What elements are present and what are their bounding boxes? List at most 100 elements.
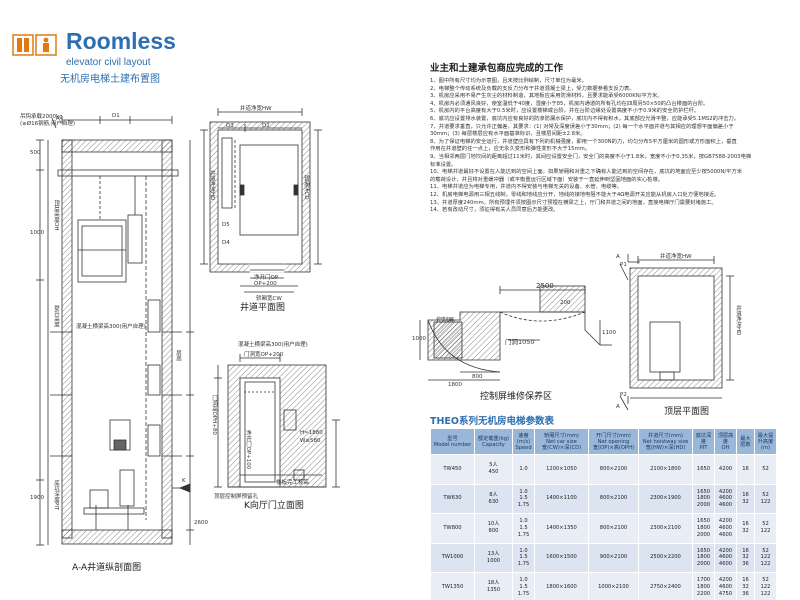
beam-note-label: 混凝土横梁高300(用户自理) (76, 324, 146, 330)
dim-1900-label: 1900 (30, 495, 44, 501)
door-width-label: 门洞宽OP+200 (244, 352, 284, 358)
dim-d1-label: D1 (112, 113, 120, 119)
spec-cell: 800×2100 (588, 454, 639, 485)
spec-header-cell: 开门尺寸(mm) Net opening 宽(OP)×高(OPH) (588, 428, 639, 455)
plan-shaft-depth-label: 井道净深HD (209, 170, 215, 201)
plan-door-plus-label: OP+200 (254, 281, 277, 287)
spec-cell: 52 122 (754, 483, 777, 514)
spec-cell: 4200 4600 4600 (714, 483, 737, 514)
spec-cell: 5人 450 (474, 454, 513, 485)
spec-cell: 52 122 122 (754, 542, 777, 573)
spec-cell: 800×2100 (588, 483, 639, 514)
spec-cell: 18人 1350 (474, 572, 513, 600)
requirement-item: 13、井道厚度240mm。所有预埋件须按图示尺寸预埋在横梁之上，厅门和井道之间的… (430, 199, 717, 206)
spec-cell: 4200 4600 4600 (714, 513, 737, 544)
spec-cell: 13人 1000 (474, 542, 513, 573)
section-caption: A-A井道纵剖面图 (72, 563, 142, 573)
plan-d4-label: D4 (222, 240, 230, 246)
shaft-plan-drawing (200, 108, 322, 293)
spec-cell: 1.0 1.5 1.75 (512, 483, 535, 514)
spec-cell: 1400×1350 (534, 513, 589, 544)
top-a2-label: A (616, 404, 620, 410)
spec-cell: 16 32 36 (736, 542, 755, 573)
spec-cell: 2300×1900 (638, 483, 693, 514)
spec-cell: 4200 4600 4750 (714, 572, 737, 600)
spec-cell: 52 (754, 454, 777, 485)
spec-cell: 2100×1800 (638, 454, 693, 485)
spec-header-cell: 速度(m/s) Speed (512, 428, 535, 455)
landing-label: 楼板完工标高 (276, 480, 310, 486)
dim-500-label: 500 (30, 150, 41, 156)
top-caption: 顶层平面图 (664, 407, 710, 417)
a-marker-label: A (56, 116, 60, 122)
plan-door-width-label: 净开门OP (254, 275, 279, 281)
door-h-label: H≈1880 (300, 430, 323, 436)
requirement-item: 作用在井道壁的任一点上，应无永久变形和弹性变形不大于15mm。 (430, 146, 591, 153)
service-door-label: 门洞1050 (505, 338, 535, 346)
spec-cell: 1650 1800 2000 (692, 542, 715, 573)
requirement-item: 8、为了保证电梯的安全运行，井道壁应具有下列的机械强度，即用一个300N的力，均… (430, 138, 737, 145)
service-1800-label: 1800 (448, 382, 462, 388)
plan-caption: 井道平面图 (240, 303, 286, 313)
requirement-item: 的载荷设计，并且将对重缓冲器（或平衡重运行区域下面）安装于一直延伸到坚固地面的实… (430, 176, 664, 183)
dim-1000-label: 1000 (30, 230, 44, 236)
service-1000-label: 1000 (412, 336, 426, 342)
spec-header-cell: 底坑深度 PIT (692, 428, 715, 455)
spec-cell: TW1000 (430, 542, 475, 573)
top-height-label: 顶层高度OH (53, 200, 59, 231)
spec-header-cell: 最大提升高度(m) (754, 428, 777, 455)
spec-table-title: THEO系列无机房电梯参数表 (430, 416, 554, 427)
spec-cell: 16 32 (736, 483, 755, 514)
door-w-label: W≥580 (300, 438, 321, 444)
floor-height-label: 层高 (175, 350, 181, 361)
spec-cell: 16 (736, 454, 755, 485)
travel-label: 提升高度 (53, 305, 59, 327)
door-beam-note-label: 混凝土横梁高300(用户自理) (238, 342, 308, 348)
spec-cell: 16 32 36 (736, 572, 755, 600)
spec-cell: 52 122 122 (754, 572, 777, 600)
elevator-logo-icon (12, 34, 57, 56)
service-1100-label: 1100 (602, 330, 616, 336)
top-shaft-width-label: 井道净宽HW (660, 254, 692, 260)
spec-cell: 1.0 1.5 1.75 (512, 572, 535, 600)
requirement-item: 3、机房应采用不易产生灰尘的材料制造，其地板应采用防滑材料，且要求能承受6000… (430, 93, 663, 100)
k-marker-label: K (182, 478, 186, 484)
spec-cell: 1200×1050 (534, 454, 589, 485)
spec-cell: 1650 1800 2000 (692, 483, 715, 514)
top-shaft-depth-label: 井道净深HD (735, 305, 741, 336)
service-screen-label: 控制屏 (436, 317, 455, 324)
spec-cell: 2300×2100 (638, 513, 693, 544)
spec-cell: 900×2100 (588, 542, 639, 573)
brand-cn-title: 无机房电梯土建布置图 (60, 74, 160, 85)
top-a-label: A (616, 254, 620, 260)
spec-cell: 4200 (714, 454, 737, 485)
requirement-item: 5、机房内的平台高度有大于0.5米时，应设置楼梯或台阶，并在台阶边缘处设置高度不… (430, 108, 700, 115)
spec-cell: 1700 1800 2200 (692, 572, 715, 600)
requirement-item: 30mm；(3) 每层楼层应有水平面基准标识，且楼层间距±2.8米。 (430, 131, 586, 138)
spec-cell: 800×2100 (588, 513, 639, 544)
spec-cell: TW450 (430, 454, 475, 485)
top-p1-label: P1 (620, 262, 627, 268)
requirements-list: 1、图中所有尺寸均为示意图，且未按比例绘制，尺寸单位为毫米。2、电梯整个传动系统… (430, 78, 780, 215)
requirement-item: 9、当相邻两层门地坎间的距离超过11米时，其间应设置安全门，安全门的高度不小于1… (430, 153, 752, 160)
requirement-item: 1、图中所有尺寸均为示意图，且未按比例绘制，尺寸单位为毫米。 (430, 78, 587, 84)
spec-cell: TW630 (430, 483, 475, 514)
spec-cell: 8人 630 (474, 483, 513, 514)
spec-cell: 1650 1800 2000 (692, 513, 715, 544)
service-width-label: 2500 (536, 282, 554, 290)
top-p2-label: P2 (620, 392, 627, 398)
service-800-label: 800 (472, 374, 483, 380)
spec-cell: 1600×1500 (534, 542, 589, 573)
door-height-label: 门洞高OPH+80 (211, 395, 217, 435)
plan-car-depth-label: 轿厢深CD (303, 175, 309, 200)
spec-header-cell: 轿厢尺寸(mm) Net car size 宽(CW)×深(CD) (534, 428, 589, 455)
spec-cell: 1.0 (512, 454, 535, 485)
